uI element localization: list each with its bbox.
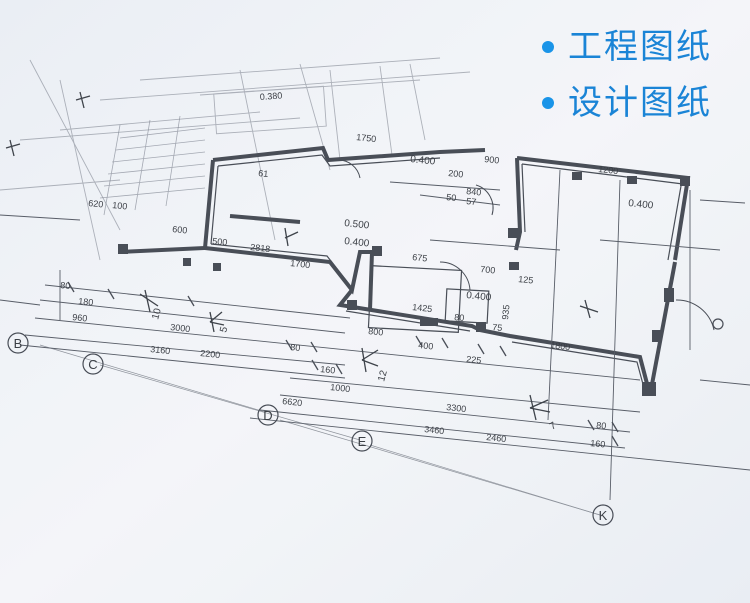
room-mark: 10 [150,307,164,321]
dim-label: 2818 [250,242,271,254]
dim-label: 225 [466,354,482,366]
bullet-label: 设计图纸 [568,83,712,123]
dim-label: 80 [596,420,607,431]
dimension-lines [0,169,750,501]
dim-label: 900 [484,154,500,166]
section-marks [5,91,599,421]
grid-axis-lines [39,344,601,516]
dim-label: 57 [466,196,477,207]
dim-label: 75 [492,322,503,333]
dim-label: 0.400 [628,198,654,212]
dim-label: 160 [320,364,336,376]
room-marks: 10 5 12 7 [150,307,558,433]
dim-label: 800 [368,326,384,338]
columns [118,172,690,396]
dim-label: 2200 [200,348,221,360]
door-arcs [337,159,715,331]
dim-label: 1425 [412,302,433,314]
room-mark: 5 [218,325,230,334]
dim-label: 3160 [150,344,171,356]
dim-label: 3000 [170,322,191,334]
dim-label: 1750 [356,132,377,144]
dim-label: 80 [60,280,71,291]
bullet-item-design-drawings: 设计图纸 [542,82,712,124]
dim-label: 61 [258,168,269,179]
dim-label: 3300 [446,402,467,414]
dim-label: 3460 [424,424,445,436]
dim-label: 675 [412,252,428,264]
dim-label: 620 [88,198,104,210]
grid-bubble-e [351,430,373,452]
grid-label-e: E [358,434,367,449]
dim-label: 125 [518,274,534,286]
dim-label: 400 [418,340,434,352]
dim-label: 6620 [282,396,303,408]
dim-label: 700 [480,264,496,276]
grid-labels: B C D E K [14,336,608,523]
dim-label: 1000 [330,382,351,394]
dim-label: 0.500 [344,218,370,232]
bullet-item-engineering-drawings: 工程图纸 [542,26,712,68]
dim-label: 180 [78,296,94,308]
grid-bubble-b [7,332,29,354]
grid-label-k: K [599,508,608,523]
dim-label: 160 [590,438,606,450]
room-mark: 7 [548,420,559,433]
dim-label: 80 [290,342,301,353]
room-mark: 12 [376,369,390,383]
bullet-dot-icon [542,97,554,109]
bullet-dot-icon [542,41,554,53]
dim-label: 0.400 [344,236,370,250]
dim-label: 840 [466,186,482,198]
dim-label: 0.400 [410,154,436,168]
dim-label: 500 [212,236,228,248]
feature-bullet-list: 工程图纸 设计图纸 [542,26,712,124]
wall-inner-lines [210,154,684,389]
dim-label: 100 [112,200,128,212]
dim-label: 960 [72,312,88,324]
dim-label: 200 [448,168,464,180]
dimension-labels: 80 180 960 3000 3160 2200 80 160 1000 66… [60,90,654,449]
dim-label: 0.380 [259,90,282,102]
dim-label: 935 [500,304,512,320]
grid-bubble-d [257,404,279,426]
grid-bubble-k [592,504,614,526]
dim-label: 600 [172,224,188,236]
dim-label: 50 [446,192,457,203]
stair-hatching [99,115,206,216]
bullet-label: 工程图纸 [568,27,712,67]
dim-label: 80 [454,312,465,323]
dim-label: 1200 [598,164,619,176]
grid-label-c: C [88,357,97,372]
dim-label: 2460 [486,432,507,444]
dim-label: 1700 [290,258,311,270]
grid-bubble-c [82,353,104,375]
grid-label-b: B [14,336,23,351]
dimension-ticks [67,281,619,447]
grid-label-d: D [263,408,272,423]
grid-label-bubbles [7,318,724,526]
dim-label: 0.400 [466,290,492,304]
dim-label: 1800 [550,340,571,352]
